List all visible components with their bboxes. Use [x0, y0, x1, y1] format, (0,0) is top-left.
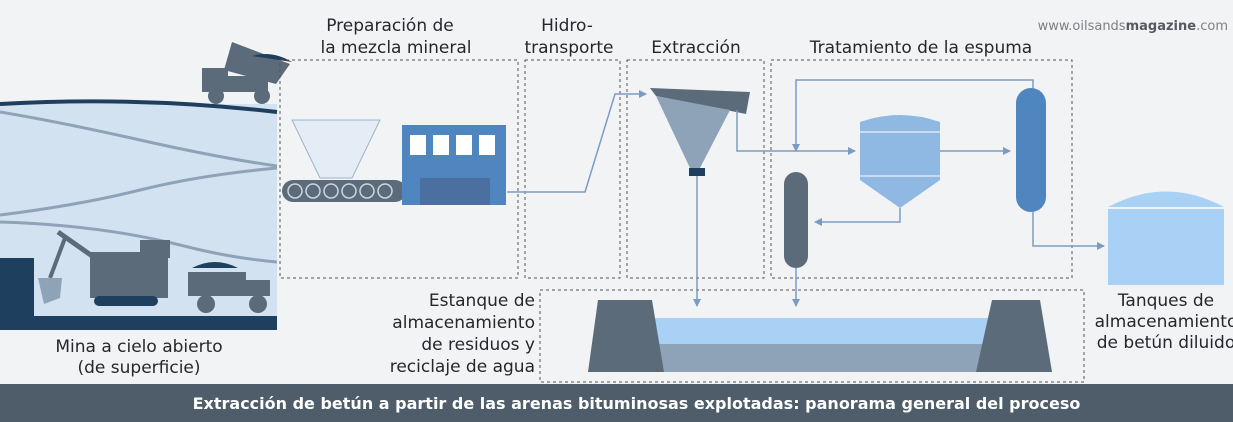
storage-label-line1: Tanques de	[1117, 291, 1214, 311]
caption-bar: Extracción de betún a partir de las aren…	[0, 384, 1233, 422]
settler-to-column-return	[814, 208, 901, 226]
tailings-label-line3: de residuos y	[421, 335, 535, 355]
shovel-icon	[38, 229, 170, 306]
tails-column-icon	[784, 172, 808, 268]
tailings-label-line2: almacenamiento	[392, 313, 535, 333]
hopper-icon	[291, 119, 381, 179]
storage-label-line2: almacenamiento	[1095, 312, 1233, 332]
product-pipe	[1032, 212, 1105, 250]
tailings-label-line1: Estanque de	[429, 291, 535, 311]
watermark: www.oilsandsmagazine.com	[1038, 19, 1228, 34]
pit-floor	[0, 316, 277, 330]
pit-wall	[0, 258, 34, 318]
extraction-box	[626, 59, 765, 279]
tailings-label-line4: reciclaje de agua	[390, 357, 535, 377]
pit-bench-1	[0, 110, 278, 168]
mixture-prep-label-line2: la mezcla mineral	[320, 38, 471, 58]
mixture-prep-label-line1: Preparación de	[326, 16, 454, 36]
mine-label-line2: (de superficie)	[77, 358, 200, 378]
process-diagram: www.oilsandsmagazine.com	[0, 16, 1233, 383]
tailings-box	[539, 289, 1085, 383]
storage-tank-icon	[1108, 191, 1224, 285]
dump-truck-icon	[202, 42, 292, 104]
caption-text: Extracción de betún a partir de las aren…	[192, 393, 1081, 413]
slurry-pipe	[507, 90, 647, 193]
storage-label-line3: de betún diluido	[1097, 333, 1233, 353]
mine-label-line1: Mina a cielo abierto	[55, 337, 222, 357]
separation-vessel-icon	[650, 88, 750, 176]
froth-pipe	[736, 110, 856, 155]
hydrotransport-label-line2: transporte	[524, 38, 613, 58]
recycle-pipe	[792, 79, 1034, 152]
froth-treatment-label: Tratamiento de la espuma	[809, 38, 1032, 58]
conveyor-icon	[282, 180, 406, 202]
diluent-recovery-column-icon	[1016, 88, 1046, 212]
hydrotransport-label-line1: Hidro-	[541, 16, 593, 36]
open-pit-mine	[0, 99, 278, 330]
pit-bench-2	[0, 166, 278, 217]
mixing-plant-icon	[402, 125, 506, 205]
settler-icon	[860, 115, 940, 208]
ground-surface	[0, 99, 278, 114]
tailings-pond-icon	[588, 300, 1052, 372]
hydrotransport-box	[524, 59, 621, 279]
extraction-label: Extracción	[651, 38, 740, 58]
froth-treatment-box	[770, 59, 1073, 279]
haul-truck-icon	[188, 262, 270, 313]
